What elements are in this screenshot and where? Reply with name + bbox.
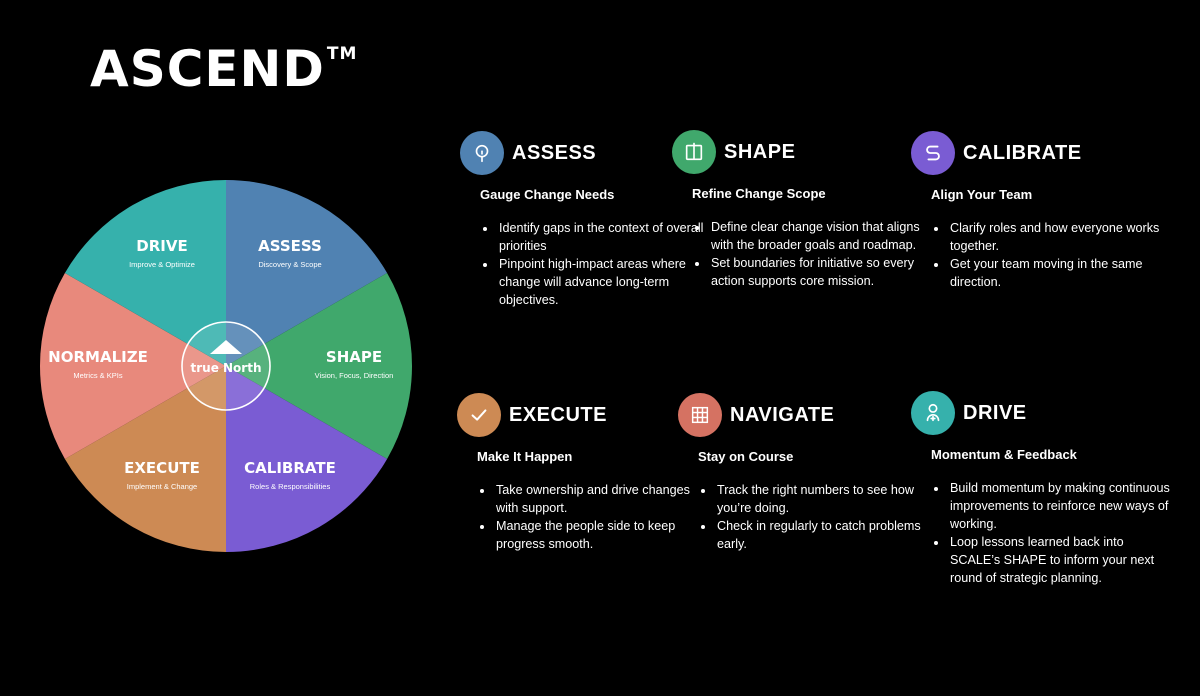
wheel-label-drive: DRIVE bbox=[136, 237, 187, 255]
card-calibrate: CALIBRATE Align Your Team Clarify roles … bbox=[911, 131, 1161, 291]
card-bullets: Define clear change vision that aligns w… bbox=[672, 218, 922, 290]
card-bullets: Build momentum by making continuous impr… bbox=[911, 479, 1171, 587]
card-bullets: Identify gaps in the context of overall … bbox=[460, 219, 710, 309]
trademark-mark: TM bbox=[326, 44, 358, 64]
wheel-label-assess: ASSESS bbox=[258, 237, 322, 255]
bullet-item: Manage the people side to keep progress … bbox=[494, 517, 707, 553]
wheel-label-execute: EXECUTE bbox=[124, 459, 200, 477]
wheel-sublabel-calibrate: Roles & Responsibilities bbox=[250, 482, 331, 491]
true-north-hub bbox=[181, 321, 271, 411]
bullet-item: Clarify roles and how everyone works tog… bbox=[948, 219, 1161, 255]
bullet-item: Check in regularly to catch problems ear… bbox=[715, 517, 928, 553]
card-subtitle: Make It Happen bbox=[477, 449, 573, 464]
card-title: DRIVE bbox=[963, 401, 1027, 424]
card-title: ASSESS bbox=[512, 141, 597, 164]
card-bullets: Take ownership and drive changes with su… bbox=[457, 481, 707, 553]
card-navigate: NAVIGATE Stay on Course Track the right … bbox=[678, 393, 928, 553]
bullet-item: Define clear change vision that aligns w… bbox=[709, 218, 922, 254]
card-title: EXECUTE bbox=[509, 403, 607, 426]
wheel-sublabel-execute: Implement & Change bbox=[127, 482, 197, 491]
card-shape: SHAPE Refine Change Scope Define clear c… bbox=[672, 130, 922, 290]
wheel-segment-drive bbox=[64, 180, 226, 366]
wheel-segment-calibrate bbox=[226, 366, 388, 552]
wheel-segment-execute bbox=[64, 366, 226, 552]
card-subtitle: Stay on Course bbox=[698, 449, 794, 464]
checkmark-icon bbox=[457, 393, 501, 437]
bullet-item: Take ownership and drive changes with su… bbox=[494, 481, 707, 517]
north-arrow-icon bbox=[210, 340, 242, 354]
lightbulb-icon bbox=[460, 131, 504, 175]
wheel-label-normalize: NORMALIZE bbox=[48, 348, 148, 366]
card-subtitle: Gauge Change Needs bbox=[480, 187, 615, 202]
bullet-item: Get your team moving in the same directi… bbox=[948, 255, 1161, 291]
card-execute: EXECUTE Make It Happen Take ownership an… bbox=[457, 393, 707, 553]
card-title: NAVIGATE bbox=[730, 403, 835, 426]
grid-icon bbox=[678, 393, 722, 437]
card-drive: DRIVE Momentum & Feedback Build momentum… bbox=[911, 391, 1171, 587]
bullet-item: Track the right numbers to see how you’r… bbox=[715, 481, 928, 517]
card-assess: ASSESS Gauge Change Needs Identify gaps … bbox=[460, 131, 710, 309]
s-curve-icon bbox=[911, 131, 955, 175]
card-bullets: Clarify roles and how everyone works tog… bbox=[911, 219, 1161, 291]
wheel-segment-normalize bbox=[40, 273, 226, 459]
wheel-sublabel-assess: Discovery & Scope bbox=[258, 260, 321, 269]
card-subtitle: Refine Change Scope bbox=[692, 186, 826, 201]
wheel-label-shape: SHAPE bbox=[326, 348, 382, 366]
bullet-item: Set boundaries for initiative so every a… bbox=[709, 254, 922, 290]
card-subtitle: Momentum & Feedback bbox=[931, 447, 1077, 462]
bullet-item: Pinpoint high-impact areas where change … bbox=[497, 255, 710, 309]
book-icon bbox=[672, 130, 716, 174]
wheel-sublabel-shape: Vision, Focus, Direction bbox=[315, 371, 394, 380]
true-north-label: true North bbox=[191, 361, 262, 375]
bullet-item: Build momentum by making continuous impr… bbox=[948, 479, 1171, 533]
person-icon bbox=[911, 391, 955, 435]
card-title: CALIBRATE bbox=[963, 141, 1082, 164]
bullet-item: Loop lessons learned back into SCALE’s S… bbox=[948, 533, 1171, 587]
card-subtitle: Align Your Team bbox=[931, 187, 1033, 202]
wheel-segment-assess bbox=[226, 180, 388, 366]
wheel-segment-shape bbox=[226, 273, 412, 459]
card-title: SHAPE bbox=[724, 140, 796, 163]
card-bullets: Track the right numbers to see how you’r… bbox=[678, 481, 928, 553]
bullet-item: Identify gaps in the context of overall … bbox=[497, 219, 710, 255]
wheel-label-calibrate: CALIBRATE bbox=[244, 459, 336, 477]
wheel-sublabel-normalize: Metrics & KPIs bbox=[73, 371, 122, 380]
wheel-sublabel-drive: Improve & Optimize bbox=[129, 260, 195, 269]
